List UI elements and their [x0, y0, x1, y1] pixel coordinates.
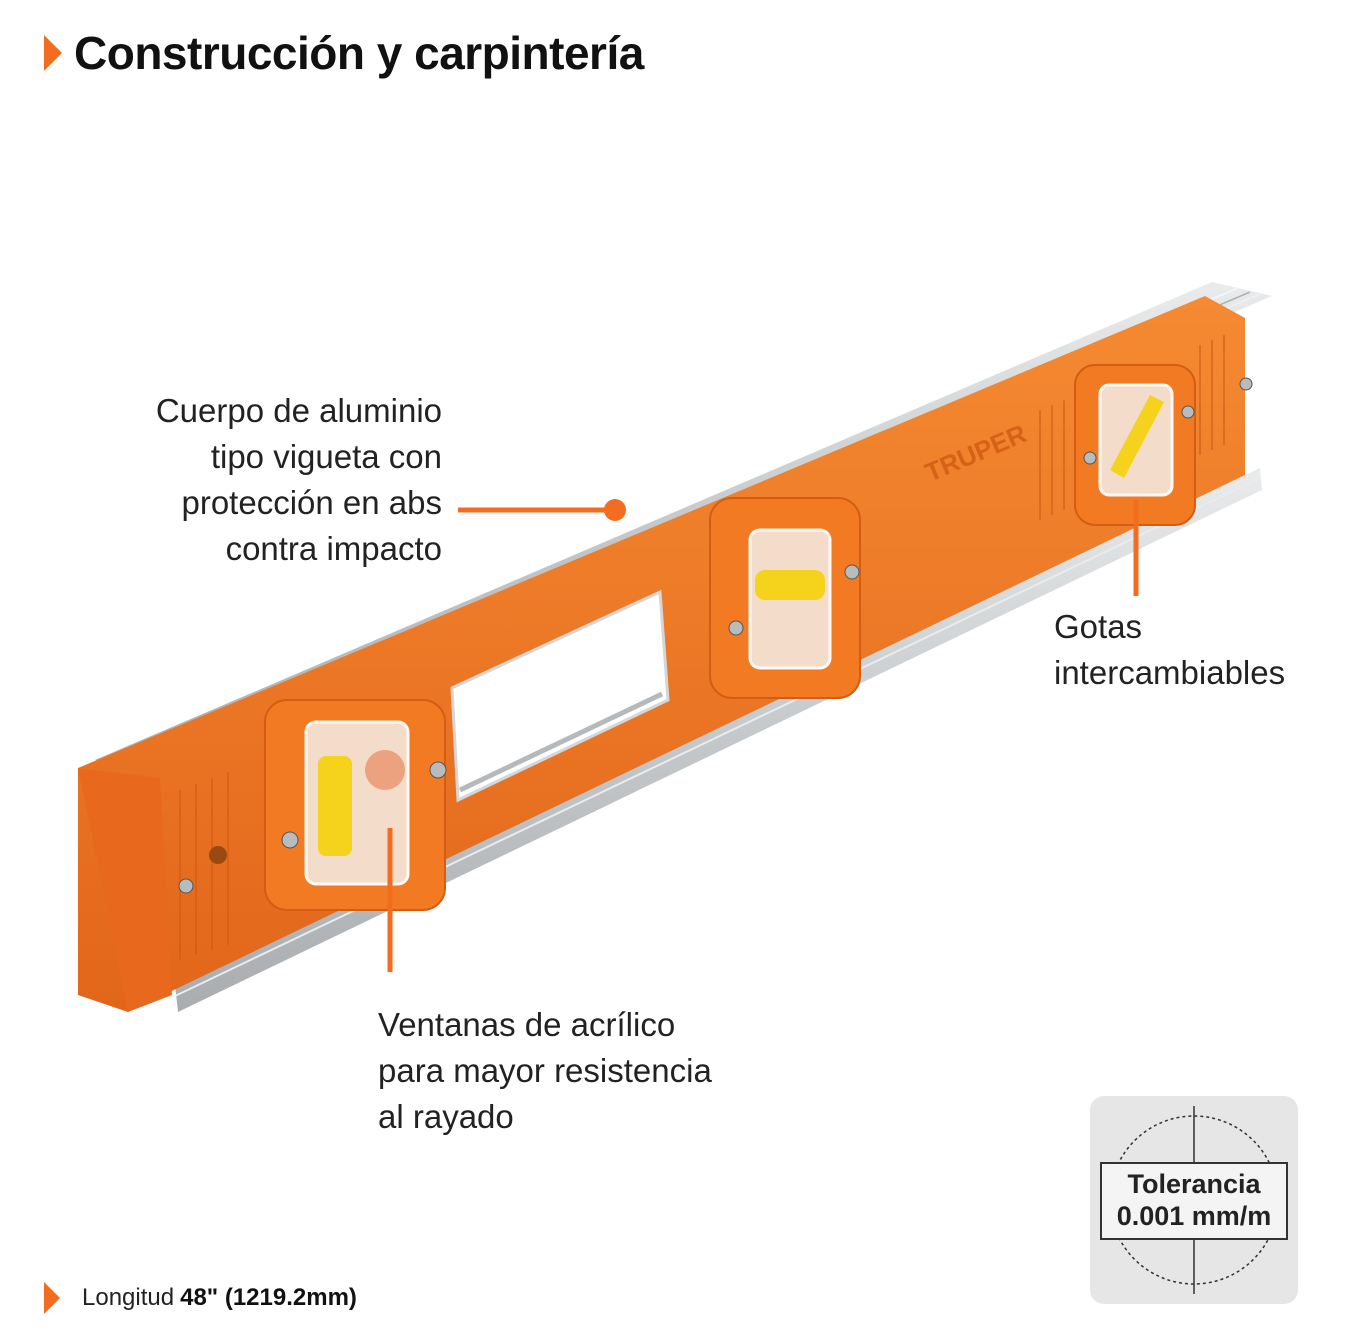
page-header: Construcción y carpintería: [44, 26, 644, 80]
callout-body-line-2: tipo vigueta con: [210, 438, 442, 475]
vial-left: [318, 756, 352, 856]
callout-vials: Gotas intercambiables: [1054, 604, 1344, 696]
callout-windows-line-2: para mayor resistencia: [378, 1052, 712, 1089]
vial-right: [1110, 395, 1164, 478]
callout-body-material: Cuerpo de aluminio tipo vigueta con prot…: [100, 388, 442, 572]
aluminum-bottom-rail: [175, 468, 1262, 1012]
vial-middle: [755, 570, 825, 600]
callout-windows-line-1: Ventanas de acrílico: [378, 1006, 676, 1043]
callout-windows-line-3: al rayado: [378, 1098, 514, 1135]
callout-body-line-3: protección en abs: [181, 484, 442, 521]
tolerance-title: Tolerancia: [1127, 1169, 1261, 1199]
callout-vials-line-1: Gotas: [1054, 608, 1143, 645]
callout-body-line-1: Cuerpo de aluminio: [155, 392, 442, 429]
handle-opening: [450, 589, 670, 803]
tolerance-value: 0.001 mm/m: [1116, 1201, 1272, 1231]
callout-acrylic-windows: Ventanas de acrílico para mayor resisten…: [378, 1002, 798, 1140]
callout-vials-line-2: intercambiables: [1054, 654, 1286, 691]
length-value: 48" (1219.2mm): [180, 1284, 357, 1311]
tolerance-box: Tolerancia 0.001 mm/m: [1100, 1162, 1288, 1240]
chevron-right-icon: [44, 35, 62, 71]
tolerance-badge: Tolerancia 0.001 mm/m: [1090, 1096, 1298, 1304]
chevron-right-icon: [44, 1282, 60, 1314]
length-label: Longitud: [82, 1284, 175, 1311]
callout-body-line-4: contra impacto: [225, 530, 442, 567]
page-title: Construcción y carpintería: [74, 27, 644, 79]
length-spec: Longitud 48" (1219.2mm): [44, 1282, 357, 1314]
leader-dot-body: [604, 499, 626, 521]
